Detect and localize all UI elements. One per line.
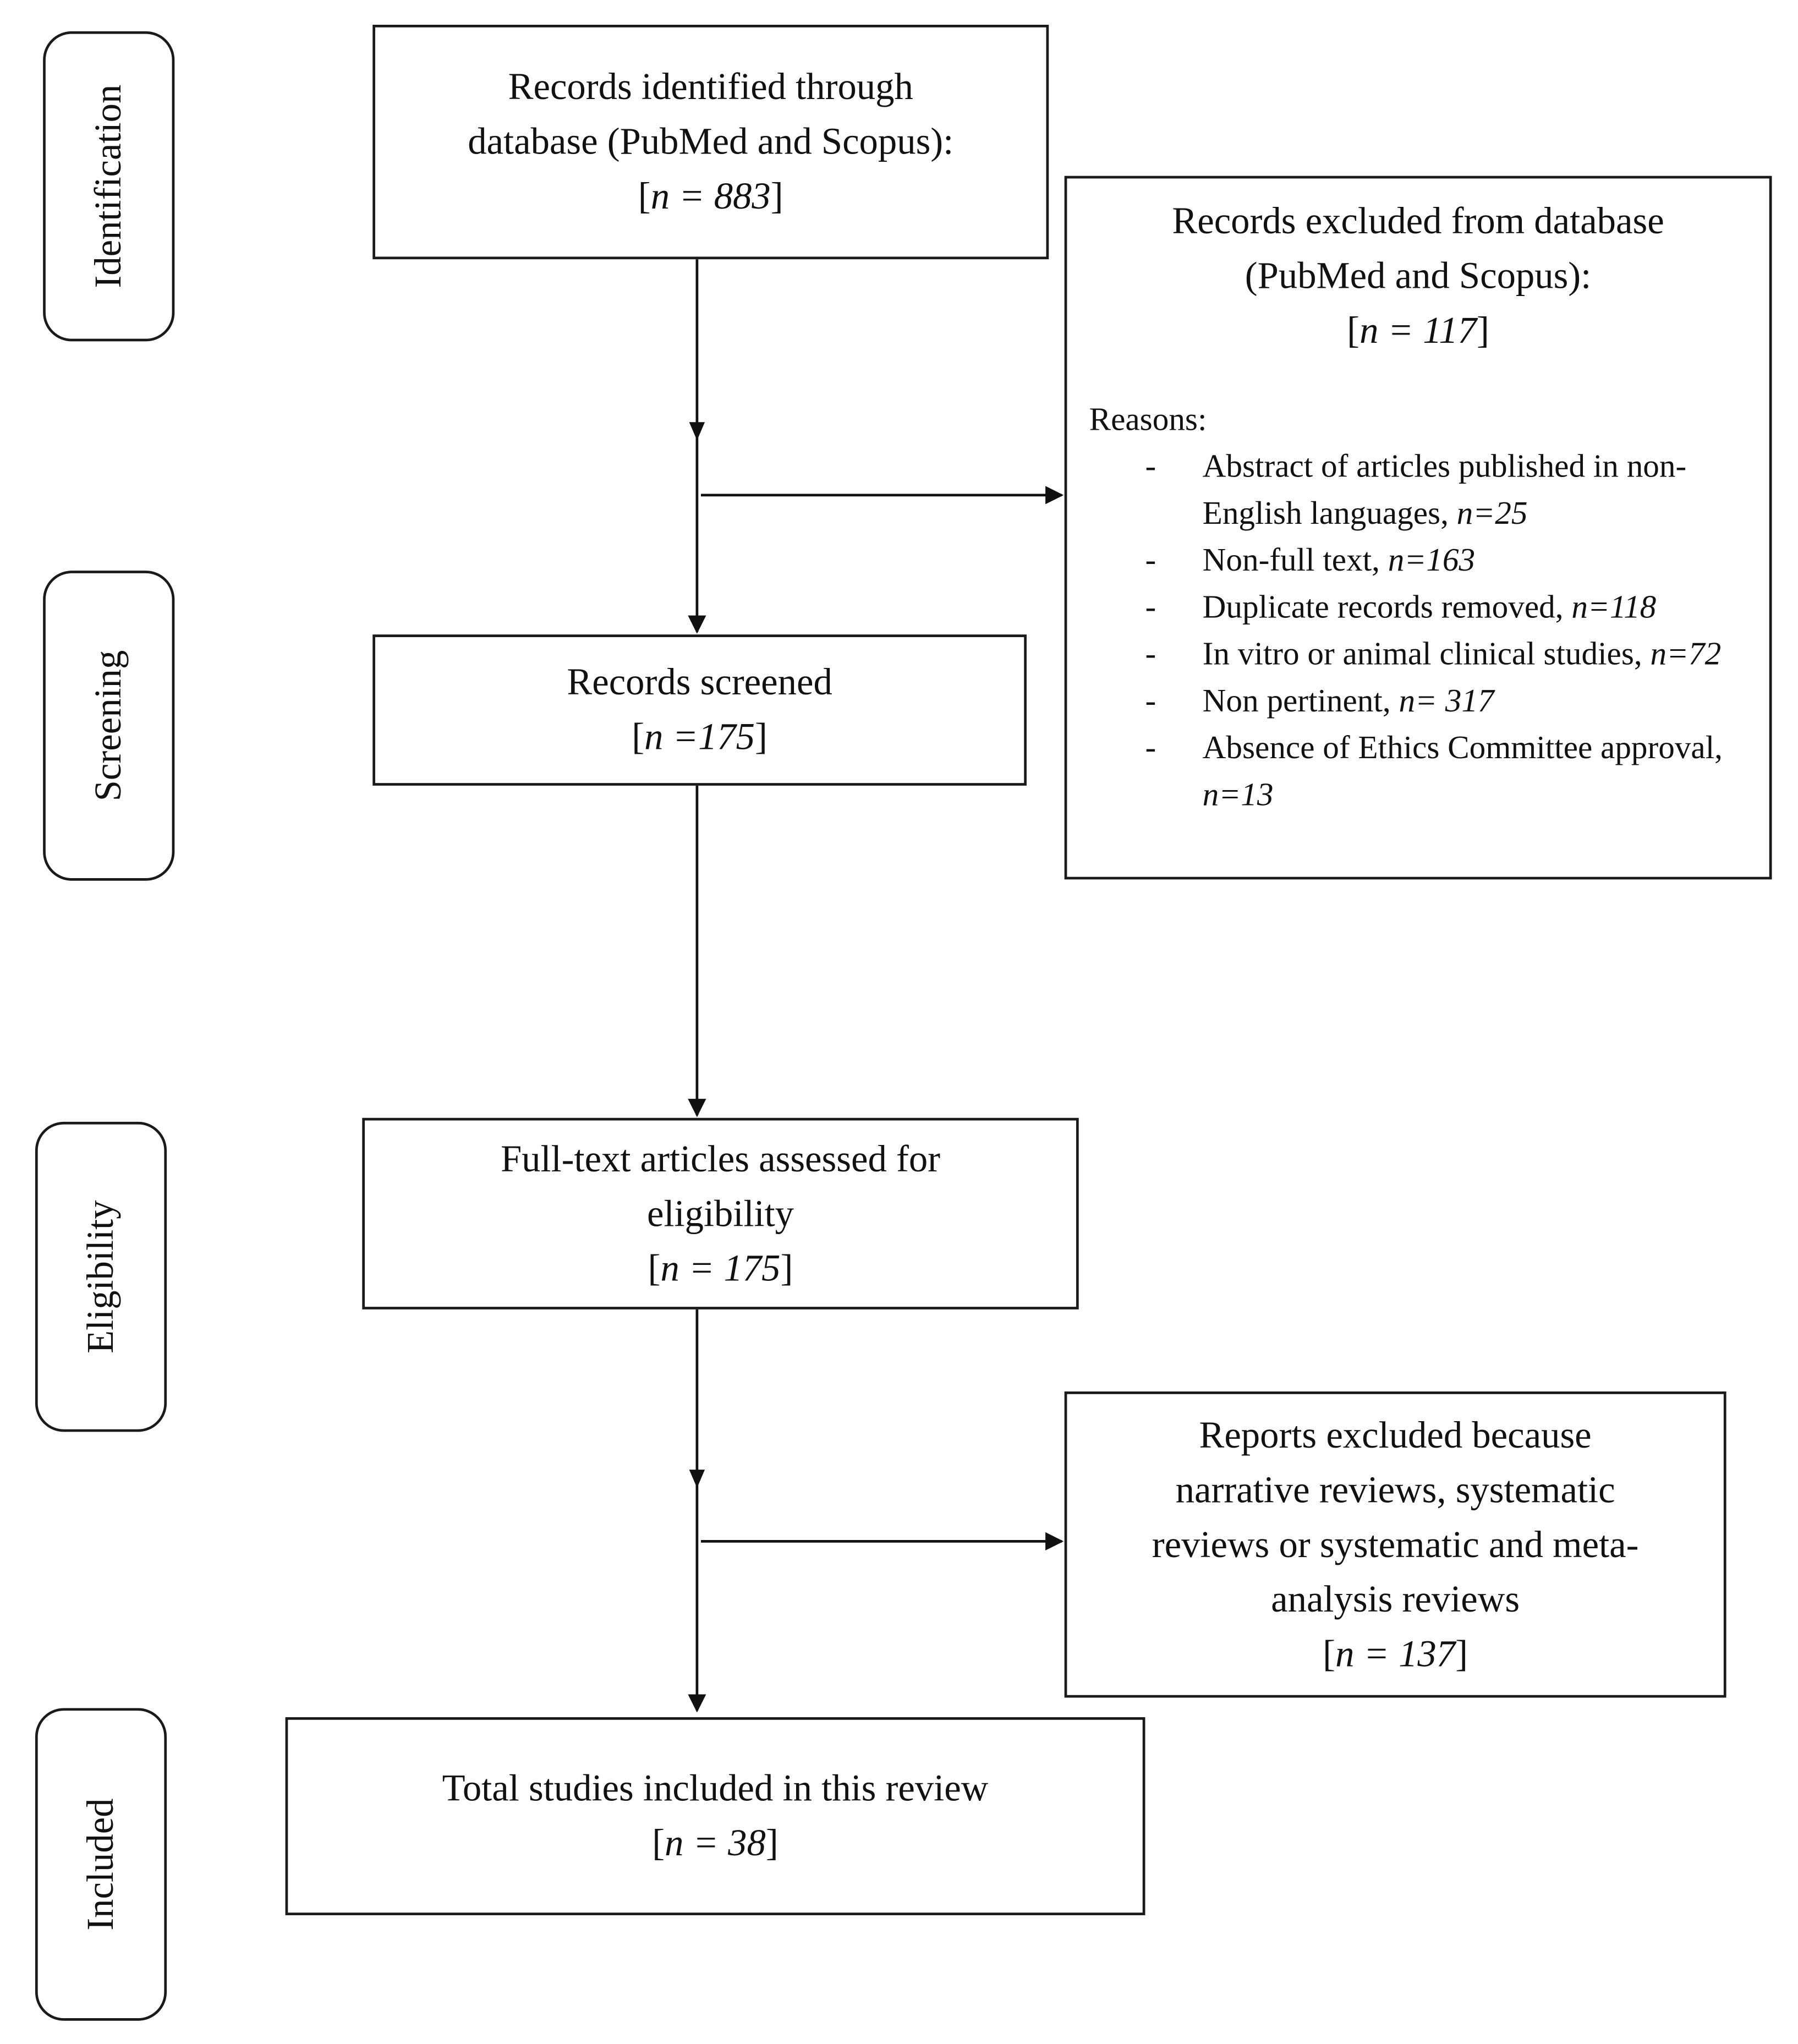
records-excluded-db-line-2: (PubMed and Scopus): [1245,255,1592,297]
fulltext-assessed-count: [n = 175] [648,1247,793,1290]
phase-eligibility: Eligibility [35,1121,167,1432]
reports-excluded-line-2: narrative reviews, systematic [1175,1468,1615,1511]
records-excluded-db-box: Records excluded from database (PubMed a… [1064,176,1772,880]
phase-identification: Identification [43,31,175,342]
reasons-list: -Abstract of articles published in non-E… [1067,444,1769,819]
studies-included-line-1: Total studies included in this review [442,1768,989,1810]
records-excluded-db-line-1: Records excluded from database [1172,200,1664,243]
reports-excluded-line-1: Reports excluded because [1199,1414,1592,1456]
fulltext-assessed-line-2: eligibility [646,1192,794,1235]
reports-excluded-count: [n = 137] [1323,1633,1468,1675]
reason-item: -Absence of Ethics Committee approval, n… [1145,731,1723,813]
reason-item: -Abstract of articles published in non-E… [1145,449,1687,532]
phase-identification-label: Identification [87,84,129,288]
records-identified-line-1: Records identified through [508,66,913,108]
fulltext-assessed-box: Full-text articles assessed for eligibil… [362,1117,1079,1309]
reason-item: -Non-full text, n=163 [1145,543,1476,579]
reasons-title: Reasons: [1089,402,1207,438]
reason-item: -In vitro or animal clinical studies, n=… [1145,637,1722,672]
reports-excluded-box: Reports excluded because narrative revie… [1064,1391,1726,1698]
phase-screening: Screening [43,571,175,881]
phase-included-label: Included [79,1798,122,1931]
records-excluded-db-count: [n = 117] [1347,310,1489,352]
arrow-midpoint-marker-1 [689,422,705,441]
reason-item: -Duplicate records removed, n=118 [1145,590,1657,626]
phase-eligibility-label: Eligibility [79,1200,122,1353]
reason-item: -Non pertinent, n= 317 [1145,684,1494,720]
studies-included-box: Total studies included in this review [n… [285,1717,1145,1915]
records-screened-box: Records screened [n =175] [372,634,1027,786]
records-identified-box: Records identified through database (Pub… [372,24,1049,260]
records-identified-line-2: database (PubMed and Scopus): [468,121,954,163]
records-screened-count: [n =175] [632,716,768,759]
studies-included-count: [n = 38] [652,1822,779,1865]
records-excluded-db-heading: Records excluded from database (PubMed a… [1067,194,1769,358]
records-identified-count: [n = 883] [638,176,783,218]
fulltext-assessed-line-1: Full-text articles assessed for [500,1138,941,1180]
reports-excluded-line-4: analysis reviews [1271,1578,1520,1620]
reports-excluded-line-3: reviews or systematic and meta- [1152,1524,1639,1566]
phase-screening-label: Screening [87,650,129,802]
arrow-midpoint-marker-2 [689,1470,705,1488]
records-screened-line-1: Records screened [567,661,832,704]
phase-included: Included [35,1708,167,2021]
